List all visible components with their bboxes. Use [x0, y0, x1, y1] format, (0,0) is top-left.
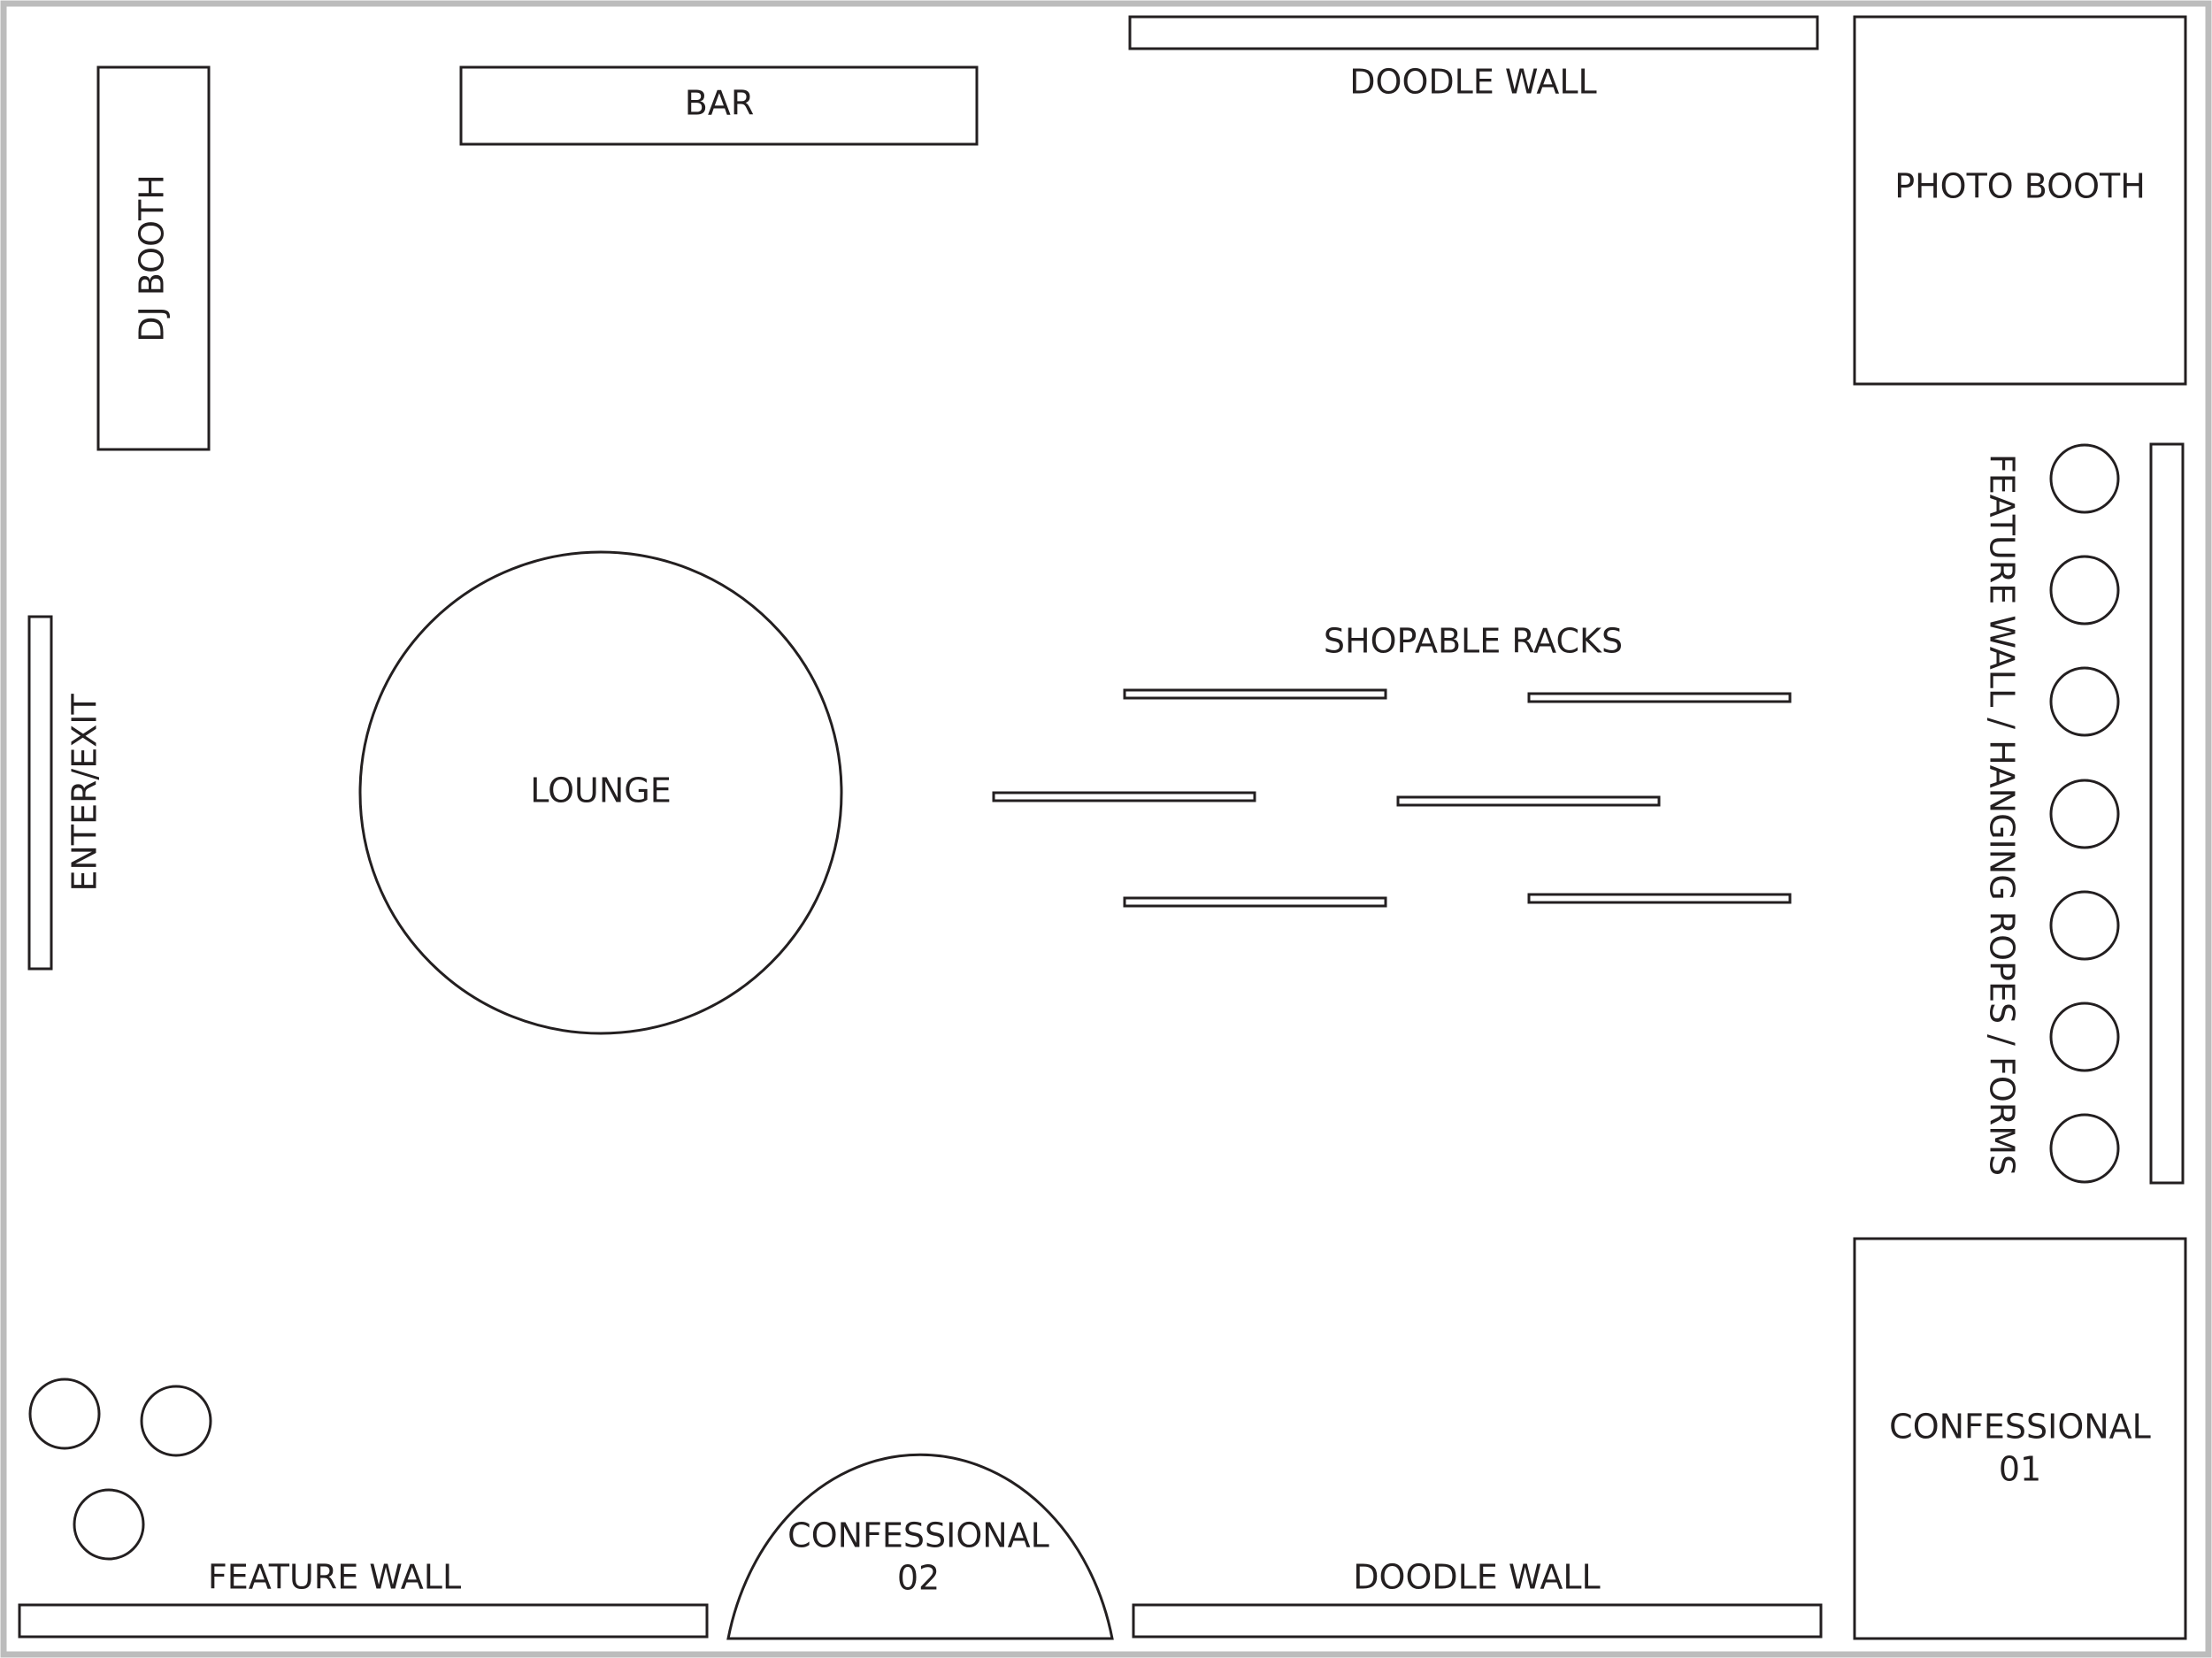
hanging-form: [2049, 1113, 2120, 1184]
confessional-01-label-line2: 01: [1999, 1450, 2041, 1489]
rack: [1396, 795, 1661, 807]
hanging-form: [2049, 1002, 2120, 1072]
rack: [1123, 896, 1387, 908]
hanging-form: [2049, 779, 2120, 849]
confessional-01-label-line1: CONFESSIONAL: [1889, 1408, 2151, 1447]
confessional-02-shape: [726, 1453, 1114, 1640]
bar-label: BAR: [685, 84, 754, 123]
display-form: [28, 1378, 101, 1450]
confessional-01-shape: [1853, 1237, 2187, 1640]
hanging-form: [2049, 890, 2120, 961]
doodle-wall-top-shape: [1128, 15, 1819, 50]
dj-booth-label: DJ BOOTH: [133, 174, 172, 342]
display-form: [140, 1385, 212, 1457]
doodle-wall-bottom-label: DOODLE WALL: [1353, 1558, 1600, 1597]
photo-booth-label: PHOTO BOOTH: [1894, 167, 2146, 206]
lounge-label: LOUNGE: [530, 771, 671, 810]
rack: [1527, 692, 1792, 703]
hanging-form: [2049, 666, 2120, 737]
doodle-wall-bottom-shape: [1132, 1603, 1823, 1639]
feature-wall-right-label: FEATURE WALL / HANGING ROPES / FORMS: [1983, 454, 2022, 1176]
feature-wall-right-shape: [2149, 442, 2185, 1185]
lounge-shape: [358, 550, 843, 1035]
doodle-wall-top-label: DOODLE WALL: [1349, 63, 1596, 102]
feature-wall-bottom-shape: [18, 1603, 709, 1639]
rack: [1123, 688, 1387, 700]
feature-wall-bottom-label: FEATURE WALL: [208, 1558, 461, 1597]
rack: [992, 791, 1256, 802]
shopable-racks-label: SHOPABLE RACKS: [1324, 622, 1623, 661]
rack: [1527, 893, 1792, 904]
confessional-02-label-line1: CONFESSIONAL: [787, 1516, 1049, 1555]
enter-exit-door: [27, 615, 53, 971]
hanging-form: [2049, 443, 2120, 514]
photo-booth-shape: [1853, 15, 2187, 386]
confessional-02-label-line2: 02: [897, 1559, 940, 1598]
bar-shape: [459, 65, 979, 146]
enter-exit-label: ENTER/EXIT: [65, 694, 104, 892]
dj-booth-shape: [96, 65, 211, 451]
display-form: [73, 1488, 145, 1561]
hanging-form: [2049, 555, 2120, 626]
